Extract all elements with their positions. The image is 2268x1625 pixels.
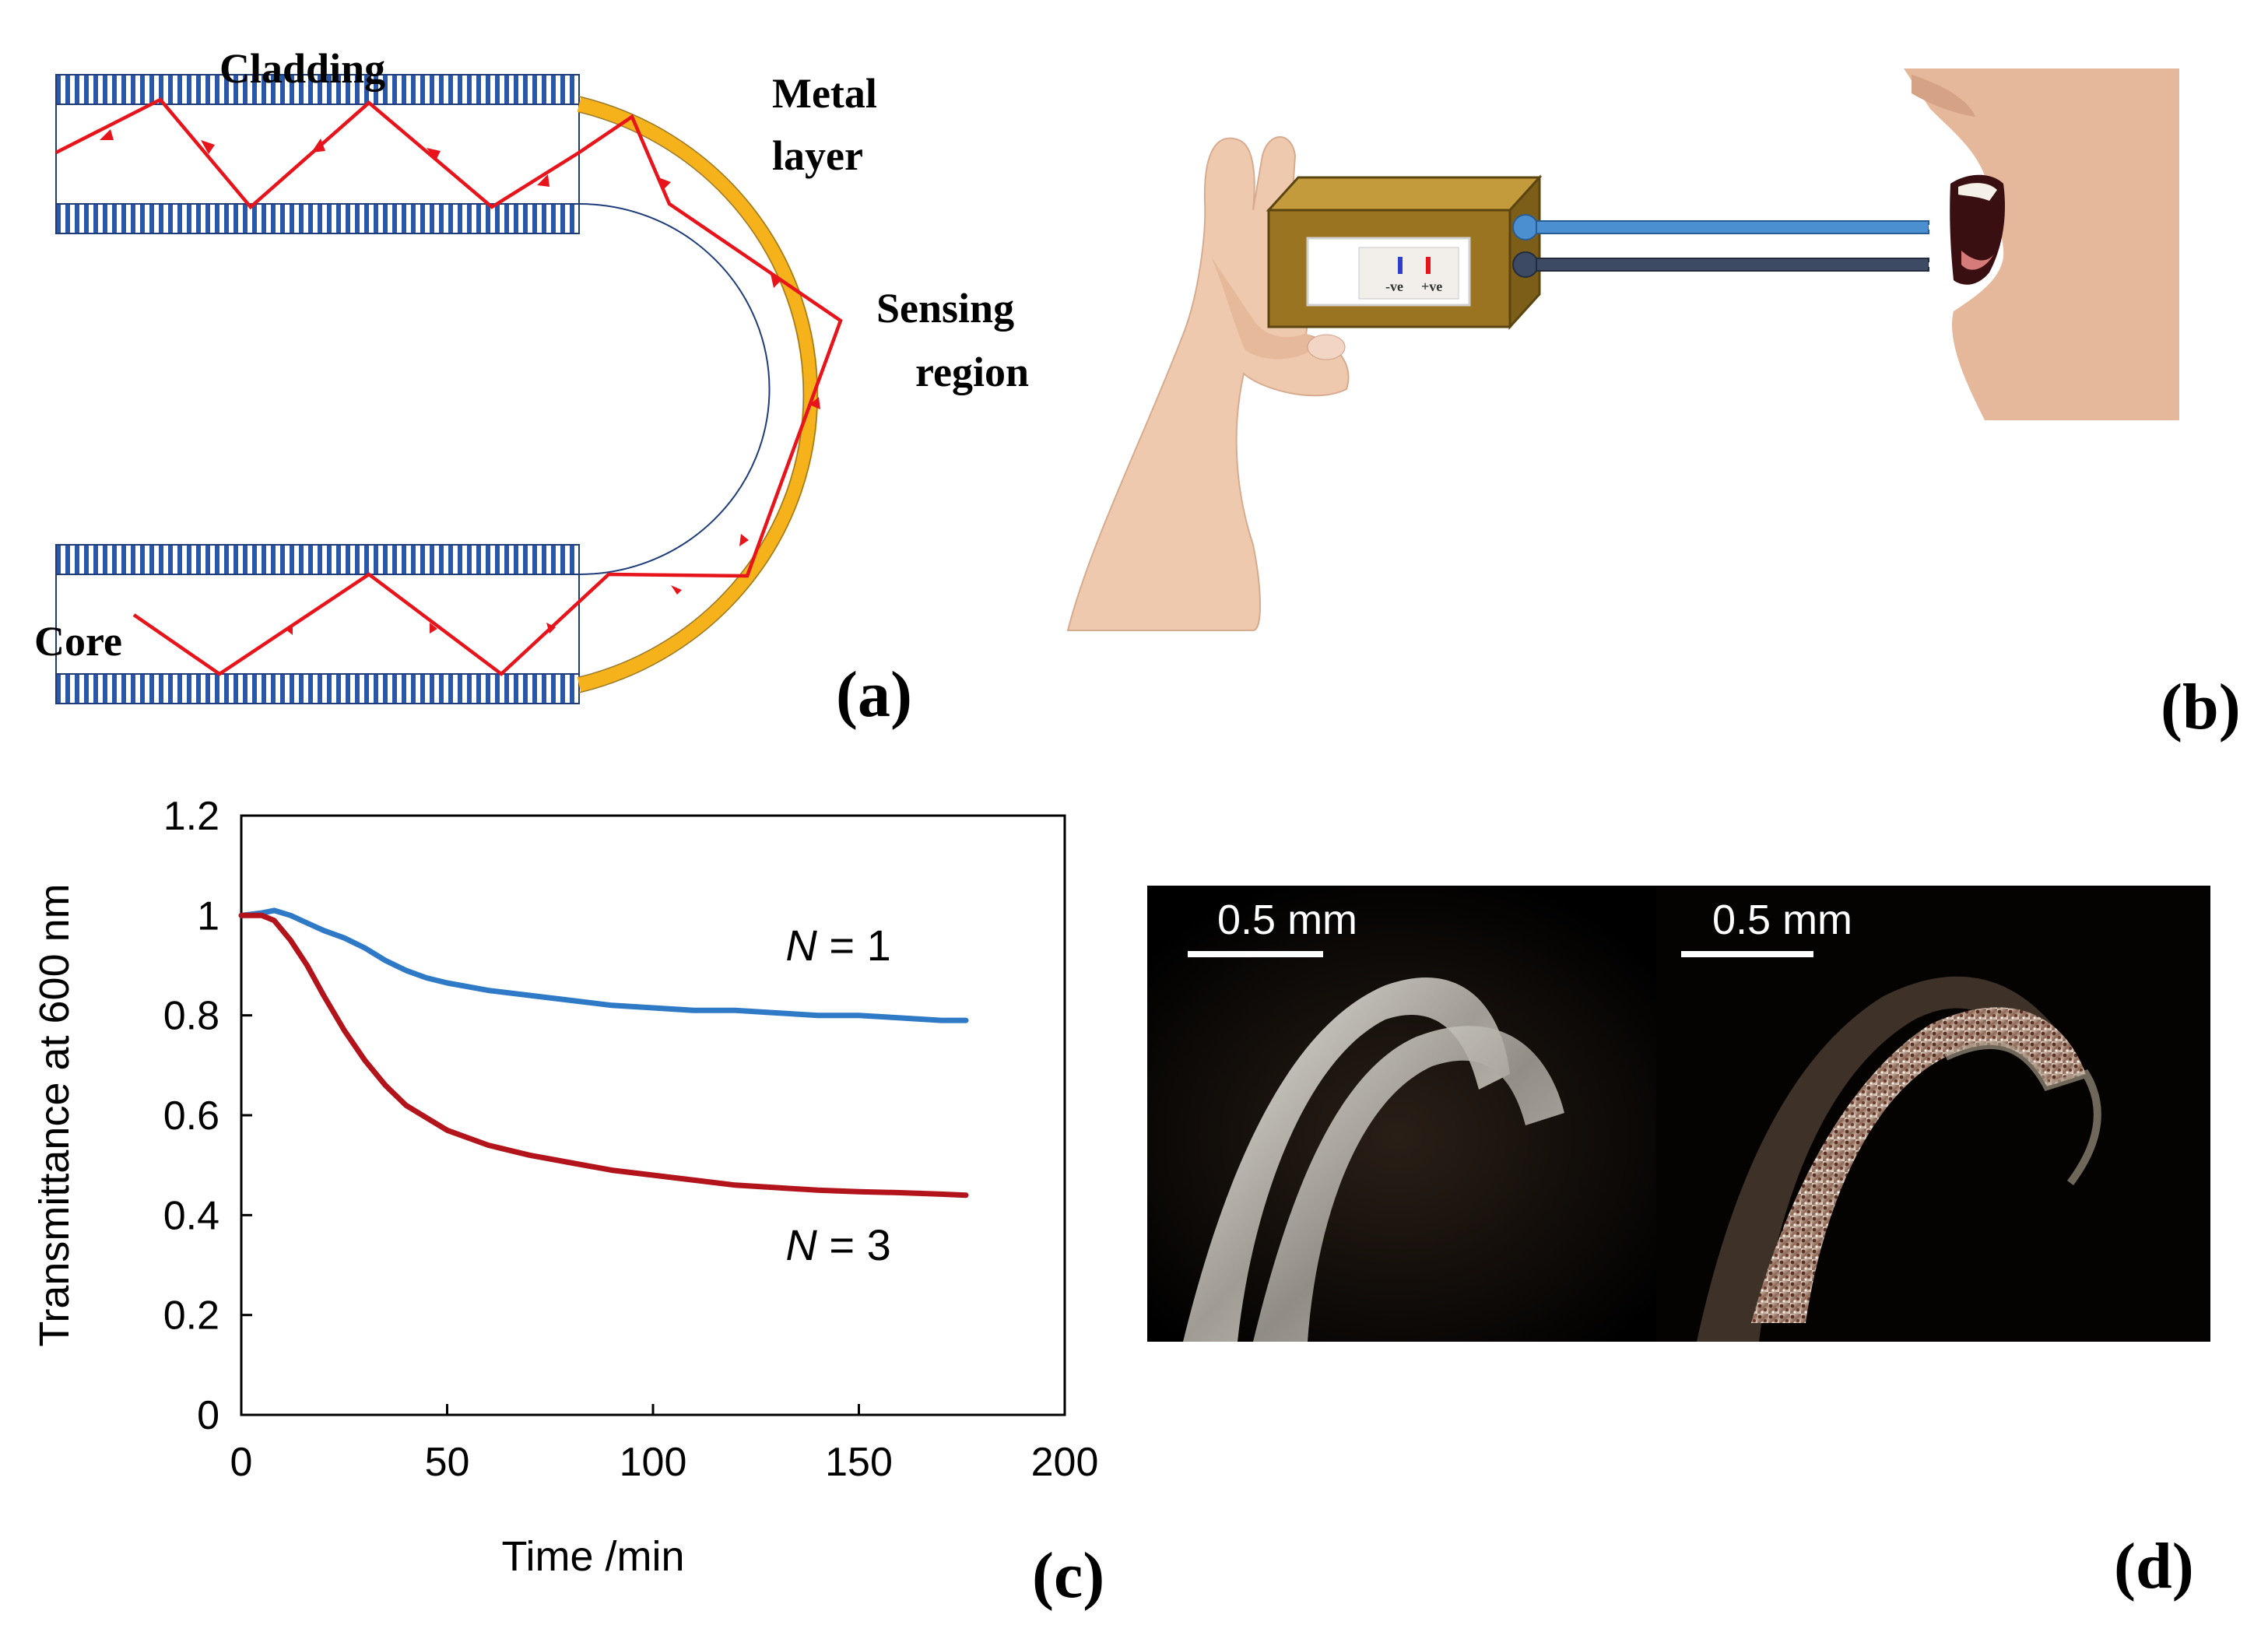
scale-bar-left [1188,951,1323,957]
positive-line [1426,257,1431,274]
tube-dark [1536,258,1929,272]
lower-cladding-bottom [55,673,580,704]
panel-b-breath-device: -ve +ve (b) [1059,0,2268,747]
y-tick-label: 0.4 [163,1193,219,1238]
lower-core [55,574,580,675]
thumb-nail [1307,334,1346,360]
panel-d-micrographs: 0.5 mm 0.5 mm (d) [1136,747,2268,1625]
series-layer [238,907,969,1199]
device-illustration: -ve +ve (b) [1066,68,2241,743]
y-tick-label: 1.2 [163,794,219,839]
scale-label-right: 0.5 mm [1712,897,1852,943]
core-label: Core [34,618,122,665]
metal-label-line2: layer [772,132,863,179]
series-line-n3 [238,912,969,1199]
plot-frame [240,814,1066,1416]
panel-a-label: (a) [836,658,912,731]
x-tick-label: 50 [425,1440,470,1485]
sensing-label-line1: Sensing [876,285,1014,332]
strip-negative-label: -ve [1385,279,1403,294]
x-tick-label: 150 [825,1440,893,1485]
light-ray-path [54,97,843,676]
y-tick-label: 0.6 [163,1093,219,1139]
annotation-layer: N = 1 N = 3 [785,921,890,1269]
upper-cladding-top [55,74,580,105]
sensing-label-line2: region [915,349,1029,395]
y-tick-label: 0 [197,1393,219,1438]
panel-d-label: (d) [2114,1530,2194,1602]
series-annotation-n1: N = 1 [785,921,890,970]
metal-layer [577,97,819,693]
x-tick-label: 0 [230,1440,253,1485]
x-tick-label: 200 [1031,1440,1099,1485]
fiber-diagram: Cladding Metal layer Sensing region Core… [34,45,1029,731]
metal-layer-edge-inner [578,111,805,678]
port-dark [1512,251,1539,278]
tube-light [1536,220,1929,234]
scale-bar-right [1681,951,1813,957]
metal-layer-edge-outer [578,96,818,693]
inner-bend-curve [578,203,771,575]
series-line-n1 [238,907,969,1023]
upper-cladding-bottom [55,203,580,234]
y-tick-label: 1 [197,893,219,939]
strip-inner [1358,247,1459,300]
light-ray-arrows [100,129,820,635]
face-illustration [1904,68,2179,420]
panel-b-label: (b) [2161,671,2241,743]
y-tick-label: 0.8 [163,994,219,1039]
x-tick-label: 100 [620,1440,687,1485]
negative-line [1398,257,1403,274]
panel-c-label: (c) [1032,1539,1104,1612]
x-axis-ticks: 0 50 100 150 200 [230,1404,1099,1485]
upper-core [55,104,580,205]
y-tick-label: 0.2 [163,1293,219,1339]
series-annotation-n3: N = 3 [785,1220,890,1269]
cladding-label: Cladding [219,45,385,92]
lower-cladding-top [55,544,580,575]
metal-label-line1: Metal [772,70,877,117]
device-box: -ve +ve [1266,174,1543,330]
micrograph-uncoated: 0.5 mm [1147,886,1701,1342]
x-axis-label: Time /min [501,1533,684,1580]
panel-a-fiber-diagram: Cladding Metal layer Sensing region Core… [0,0,1090,747]
port-light [1512,214,1539,240]
micrograph-coated: 0.5 mm [1656,886,2210,1342]
strip-positive-label: +ve [1421,279,1442,294]
scale-label-left: 0.5 mm [1217,897,1357,943]
micrograph-pair: 0.5 mm 0.5 mm (d) [1147,886,2210,1602]
y-axis-ticks: 0 0.2 0.4 0.6 0.8 1 1.2 [163,794,252,1438]
y-axis-label: Transmittance at 600 nm [31,883,78,1346]
